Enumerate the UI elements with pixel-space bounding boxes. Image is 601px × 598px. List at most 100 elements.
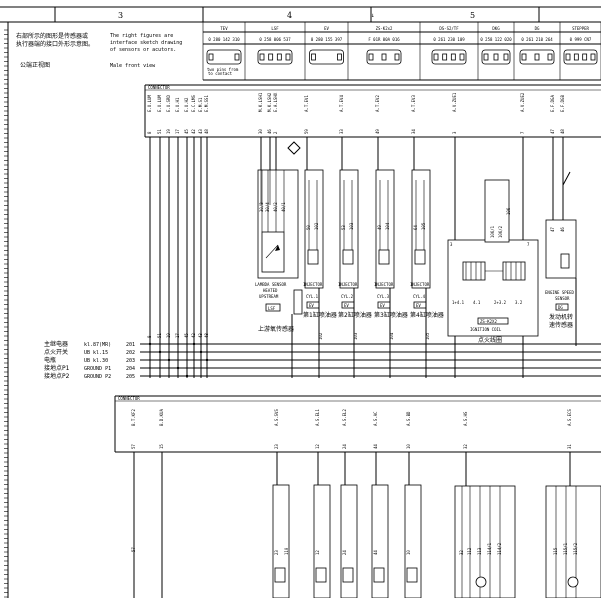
component-code: DG	[535, 26, 540, 31]
lambda-wire-number: 30/4	[265, 202, 270, 212]
component-code: DKG	[492, 26, 500, 31]
bus-en: kl.87(MR)	[84, 342, 111, 348]
junction-dot	[176, 366, 180, 370]
injector-wire-b: 103	[349, 222, 354, 230]
lower-pin-number: 32	[463, 444, 468, 449]
note-en-line3: of sensors or acutors.	[110, 47, 176, 53]
bus-drop-number: 19	[166, 333, 171, 338]
pin-number: 7	[520, 131, 525, 134]
pin-slot	[381, 53, 387, 61]
bus-cn: 点火开关	[44, 348, 68, 356]
connector-face	[563, 49, 598, 65]
injector-cyl: CYL.3	[377, 294, 390, 299]
column-number-3: 3	[118, 11, 123, 20]
pin-number: 46	[267, 129, 272, 134]
arrow-icon	[275, 245, 280, 251]
pin-slot	[493, 53, 499, 61]
component-ds-s2/tf: DS-S2/TF0 261 230 109	[431, 26, 467, 65]
bus-drop-number: 51	[157, 333, 162, 338]
lambda-wire-number: 40/2	[273, 202, 278, 212]
pin-number: 48	[204, 129, 209, 134]
injector-cyl: CYL.4	[413, 294, 426, 299]
upper-ecu-connector: CONNECTOR	[144, 84, 601, 138]
pin-number: 8	[147, 131, 152, 134]
pin-number: 2	[273, 131, 278, 134]
ignition-terminal: 1+4.1	[452, 300, 465, 305]
pin-label: E.M.S1	[198, 97, 203, 112]
injector-cyl: CYL.2	[341, 294, 354, 299]
lower-ecu-connector: CONNECTOR	[114, 395, 601, 453]
sensor-wire-number: 114/1	[487, 542, 492, 555]
connector-face	[257, 49, 293, 65]
lower-device-stub	[404, 484, 422, 598]
injector-wire-b: 104	[385, 222, 390, 230]
left-edge-ruler	[4, 22, 9, 598]
speed-code: DG	[558, 305, 563, 310]
pin-number: 47	[550, 129, 555, 134]
bus-num: 202	[126, 350, 135, 356]
pin-slot	[503, 53, 509, 61]
injector-code: EV	[344, 303, 349, 308]
lambda-element	[261, 231, 285, 273]
pin-label: A.V.ZUE2	[520, 92, 525, 112]
pin-slot	[442, 53, 448, 61]
header-notes: 右部所示的图形是传感器或 执行器端的接口外形示意图。 The right fig…	[16, 32, 182, 69]
pin-label: M.K.LSH1	[258, 92, 263, 112]
lambda-code: LSF	[268, 306, 276, 311]
pin-number: 59	[304, 129, 309, 134]
note-en-line1: The right figures are	[110, 33, 173, 39]
ignition-connector	[484, 179, 510, 243]
injector-bus-wire: 103	[353, 332, 358, 340]
ignition-wire-1: 106/1	[490, 225, 495, 238]
pin-label: E.F.DGB	[560, 95, 565, 112]
ignition-sub-box	[477, 317, 509, 325]
pin-label: A.T.EV2	[375, 95, 380, 112]
pin-slot	[285, 53, 291, 61]
injector-coil-icon	[307, 249, 319, 265]
down-arrow-marker: ↓	[371, 12, 375, 19]
bus-drop-number: 45	[184, 333, 189, 338]
diamond-marker-icon	[287, 141, 301, 155]
injector-name: INJECTOR	[374, 282, 394, 287]
bus-drop-number: 8	[147, 335, 152, 338]
lower-pin-number: 31	[567, 444, 572, 449]
component-code: LSF	[271, 26, 279, 31]
component-code: DS-S2/TF	[439, 26, 459, 31]
injector-code: EV	[380, 303, 385, 308]
pin-slot	[337, 53, 342, 61]
bus-cn: 接地点P1	[44, 364, 70, 372]
lower-pin-label: A.S.EL1	[315, 409, 320, 426]
pin-slot	[547, 53, 553, 61]
bus-en: GROUND P1	[84, 366, 111, 372]
ignition-cn: 点火线圈	[478, 336, 502, 344]
device-coil-icon	[274, 567, 286, 583]
tev-note-2: to contact	[208, 71, 233, 76]
bus-en: UB kl.30	[84, 358, 108, 364]
injector-wire-b: 105	[421, 222, 426, 230]
pin-slot	[268, 53, 274, 61]
injector-coil-icon	[414, 249, 426, 265]
lambda-wire-number: 30/3	[259, 202, 264, 212]
lower-pin-label: A.S.EL2	[342, 409, 347, 426]
pin-slot	[573, 53, 579, 61]
bottom-pin: 24	[342, 550, 347, 555]
lambda-title-2: HEATED	[263, 288, 278, 293]
pin-number: 34	[411, 129, 416, 134]
injector-code: EV	[309, 303, 314, 308]
component-part-no: 0 280 155 397	[311, 37, 343, 42]
pin-label: E.U.LUM	[157, 95, 162, 112]
pin-slot	[565, 53, 571, 61]
speed-cn-2: 速传感器	[549, 321, 573, 329]
bottom-pin: 12	[315, 550, 320, 555]
